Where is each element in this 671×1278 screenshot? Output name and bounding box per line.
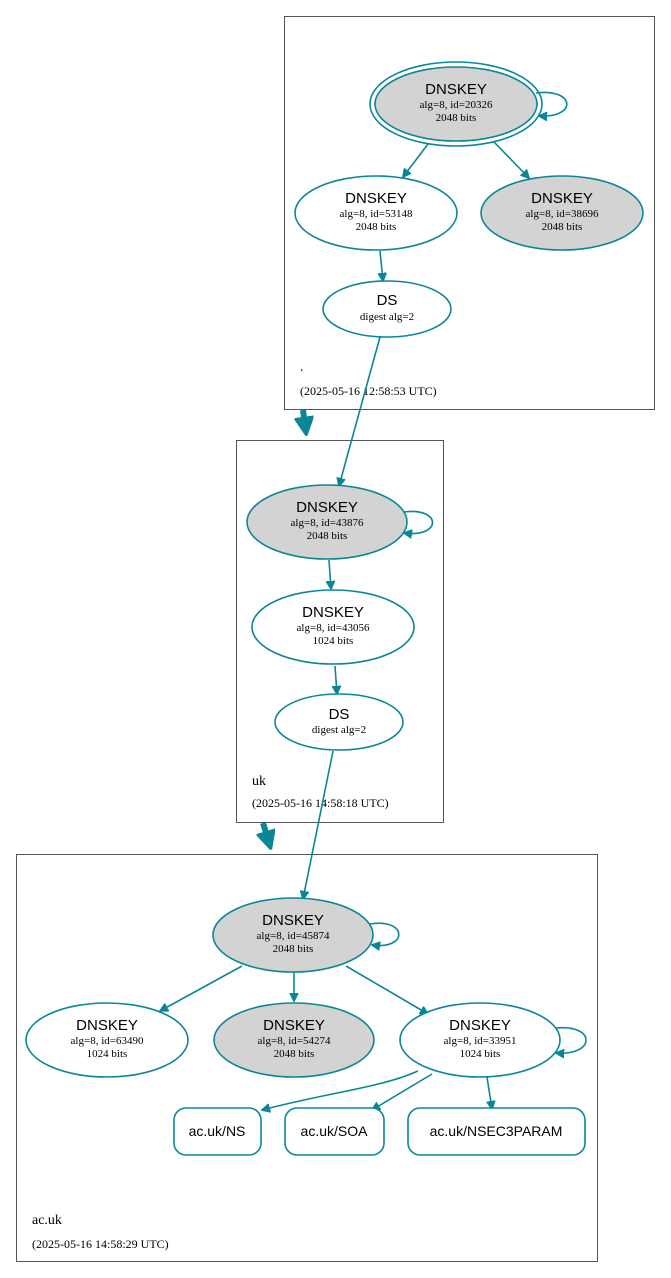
edge-root-zsk1-ds (380, 250, 383, 281)
node-root-ds[interactable]: DS digest alg=2 (322, 280, 452, 338)
node-uk-zsk[interactable]: DNSKEY alg=8, id=43056 1024 bits (251, 589, 415, 665)
node-root-zsk2-title: DNSKEY (531, 190, 593, 207)
node-acuk-k2-alg: alg=8, id=54274 (258, 1035, 331, 1047)
node-root-zsk2-alg: alg=8, id=38696 (526, 208, 599, 220)
zone-acuk: ac.uk (2025-05-16 14:58:29 UTC) (16, 854, 598, 1262)
node-root-zsk1-bits: 2048 bits (356, 221, 397, 233)
node-uk-ksk-bits: 2048 bits (307, 530, 348, 542)
node-uk-ksk[interactable]: DNSKEY alg=8, id=43876 2048 bits (246, 484, 408, 560)
rrset-ns[interactable]: ac.uk/NS (173, 1107, 262, 1156)
edge-acuk-ksk-k3 (345, 965, 428, 1014)
zone-acuk-timestamp: (2025-05-16 14:58:29 UTC) (32, 1237, 169, 1251)
node-acuk-k2[interactable]: DNSKEY alg=8, id=54274 2048 bits (213, 1002, 375, 1078)
edge-uk-ksk-self (404, 510, 434, 533)
rrset-nsec3param[interactable]: ac.uk/NSEC3PARAM (407, 1107, 586, 1156)
node-root-zsk1[interactable]: DNSKEY alg=8, id=53148 2048 bits (294, 175, 458, 251)
node-root-zsk1-alg: alg=8, id=53148 (340, 208, 413, 220)
rrset-ns-box (173, 1107, 262, 1156)
node-root-zsk2-shape (480, 175, 644, 251)
node-uk-ds-shape (274, 693, 404, 751)
node-uk-zsk-shape (251, 589, 415, 665)
node-acuk-ksk-bits: 2048 bits (273, 943, 314, 955)
node-uk-ds-title: DS (329, 706, 350, 723)
node-acuk-k3-alg: alg=8, id=33951 (444, 1035, 517, 1047)
node-acuk-k2-title: DNSKEY (263, 1017, 325, 1034)
node-acuk-ksk-title: DNSKEY (262, 912, 324, 929)
node-acuk-ksk-alg: alg=8, id=45874 (257, 930, 330, 942)
node-uk-ds[interactable]: DS digest alg=2 (274, 693, 404, 751)
node-acuk-k2-shape (213, 1002, 375, 1078)
node-uk-ds-digest: digest alg=2 (312, 724, 366, 736)
node-root-ksk-alg: alg=8, id=20326 (420, 99, 493, 111)
node-root-ksk-shape (374, 66, 538, 142)
zone-root-timestamp: (2025-05-16 12:58:53 UTC) (300, 384, 437, 398)
node-acuk-k1-shape (25, 1002, 189, 1078)
node-acuk-k2-bits: 2048 bits (274, 1048, 315, 1060)
node-root-zsk1-title: DNSKEY (345, 190, 407, 207)
node-root-zsk2[interactable]: DNSKEY alg=8, id=38696 2048 bits (480, 175, 644, 251)
node-acuk-k3[interactable]: DNSKEY alg=8, id=33951 1024 bits (399, 1002, 561, 1078)
node-acuk-k1-title: DNSKEY (76, 1017, 138, 1034)
node-root-ksk-outer-ring (369, 61, 543, 147)
node-acuk-ksk[interactable]: DNSKEY alg=8, id=45874 2048 bits (212, 897, 374, 973)
edge-acuk-k3-ns (262, 1070, 419, 1110)
node-root-ds-title: DS (377, 292, 398, 309)
delegation-arrow-uk-acuk (263, 822, 270, 846)
node-acuk-k3-title: DNSKEY (449, 1017, 511, 1034)
edge-root-ksk-zsk2 (493, 141, 529, 178)
zone-root-label: . (300, 360, 304, 375)
rrset-nsec3param-label: ac.uk/NSEC3PARAM (430, 1123, 563, 1139)
node-uk-zsk-alg: alg=8, id=43056 (297, 622, 370, 634)
zone-uk: uk (2025-05-16 14:58:18 UTC) (236, 440, 444, 823)
edge-acuk-ksk-self (369, 922, 400, 945)
node-root-zsk2-bits: 2048 bits (542, 221, 583, 233)
zone-acuk-box (16, 854, 598, 1262)
node-acuk-k3-shape (399, 1002, 561, 1078)
edge-acuk-ksk-k1 (160, 965, 243, 1011)
rrset-soa-box (284, 1107, 385, 1156)
node-uk-ksk-title: DNSKEY (296, 499, 358, 516)
zone-uk-box (236, 440, 444, 823)
node-root-ds-digest: digest alg=2 (360, 311, 414, 323)
edges (160, 91, 587, 1110)
edge-uk-zsk-ds (335, 665, 337, 694)
edge-acuk-k3-self (556, 1026, 587, 1054)
zone-acuk-label: ac.uk (32, 1213, 62, 1228)
node-uk-zsk-bits: 1024 bits (313, 635, 354, 647)
edge-acuk-k3-soa (372, 1073, 433, 1110)
rrset-nsec3param-box (407, 1107, 586, 1156)
node-root-ds-shape (322, 280, 452, 338)
node-root-ksk[interactable]: DNSKEY alg=8, id=20326 2048 bits (369, 61, 543, 147)
node-root-ksk-title: DNSKEY (425, 81, 487, 98)
edge-uk-ksk-zsk (329, 559, 331, 589)
edge-uk-ds-acuk-ksk (303, 750, 334, 899)
node-acuk-k3-bits: 1024 bits (460, 1048, 501, 1060)
node-root-zsk1-shape (294, 175, 458, 251)
rrset-soa-label: ac.uk/SOA (301, 1123, 369, 1139)
node-acuk-k1[interactable]: DNSKEY alg=8, id=63490 1024 bits (25, 1002, 189, 1078)
node-uk-ksk-alg: alg=8, id=43876 (291, 517, 364, 529)
node-root-ksk-bits: 2048 bits (436, 112, 477, 124)
node-acuk-k1-alg: alg=8, id=63490 (71, 1035, 144, 1047)
node-acuk-k1-bits: 1024 bits (87, 1048, 128, 1060)
zone-root: . (2025-05-16 12:58:53 UTC) (284, 16, 655, 410)
rrset-soa[interactable]: ac.uk/SOA (284, 1107, 385, 1156)
zone-uk-label: uk (252, 774, 266, 789)
edge-acuk-k3-nsec3param (486, 1076, 492, 1109)
node-uk-zsk-title: DNSKEY (302, 604, 364, 621)
node-uk-ksk-shape (246, 484, 408, 560)
node-acuk-ksk-shape (212, 897, 374, 973)
edge-root-ds-uk-ksk (339, 336, 381, 486)
zone-root-box (284, 16, 655, 410)
delegation-arrow-root-uk (303, 409, 306, 432)
zone-uk-timestamp: (2025-05-16 14:58:18 UTC) (252, 796, 389, 810)
edge-root-ksk-self (535, 91, 568, 116)
edge-root-ksk-zsk1 (403, 143, 429, 177)
rrset-ns-label: ac.uk/NS (189, 1123, 246, 1139)
